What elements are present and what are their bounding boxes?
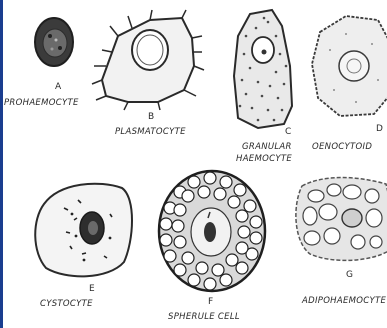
left-edge-bar (0, 0, 3, 328)
spherule-cell-drawing (154, 166, 270, 296)
cell-g-letter: G (346, 270, 353, 280)
cystocyte-drawing (30, 176, 138, 284)
cell-a-label: PROHAEMOCYTE (4, 98, 79, 108)
cell-g-label: ADIPOHAEMOCYTE (302, 296, 386, 306)
adipohaemocyte-drawing (288, 170, 387, 266)
cell-e-letter: E (89, 284, 95, 294)
cell-e-label: CYSTOCYTE (40, 299, 93, 309)
cell-c-label-line1: GRANULAR (242, 142, 292, 152)
granular-haemocyte-drawing (228, 6, 298, 132)
cell-c-letter: C (285, 127, 291, 137)
cell-a-letter: A (55, 82, 61, 92)
cell-d-label: OENOCYTOID (312, 142, 372, 152)
prohaemocyte-drawing (28, 14, 78, 70)
cell-f-letter: F (208, 297, 213, 307)
cell-c-label-line2: HAEMOCYTE (236, 154, 292, 164)
cell-f-label: SPHERULE CELL (168, 312, 240, 322)
oenocytoid-drawing (306, 10, 387, 122)
cell-b-letter: B (148, 112, 154, 122)
cell-b-label: PLASMATOCYTE (115, 127, 186, 137)
plasmatocyte-drawing (88, 8, 208, 112)
cell-d-letter: D (376, 124, 383, 134)
